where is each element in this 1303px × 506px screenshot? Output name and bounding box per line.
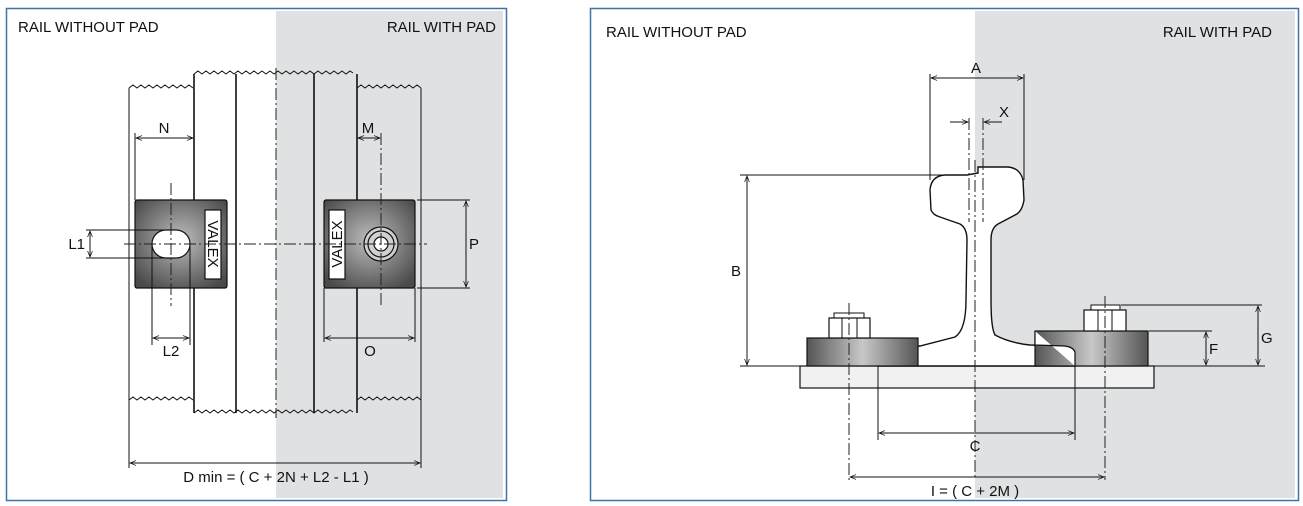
title-rail-with-pad: RAIL WITH PAD bbox=[387, 19, 496, 36]
pad-side-background bbox=[975, 11, 1295, 498]
svg-text:F: F bbox=[1209, 341, 1218, 358]
base-plate bbox=[799, 365, 1155, 389]
dimension-i: I = ( C + 2M ) bbox=[849, 474, 1105, 500]
svg-text:O: O bbox=[364, 343, 376, 360]
formula-i: I = ( C + 2M ) bbox=[931, 483, 1019, 500]
svg-text:X: X bbox=[999, 104, 1009, 121]
dimension-g: G bbox=[1121, 304, 1273, 366]
dimension-b: B bbox=[731, 174, 966, 367]
svg-text:L2: L2 bbox=[163, 343, 180, 360]
title-rail-with-pad: RAIL WITH PAD bbox=[1163, 24, 1272, 41]
dimension-o: O bbox=[323, 288, 416, 360]
valex-text-right: VALEX bbox=[329, 220, 346, 267]
svg-text:B: B bbox=[731, 263, 741, 280]
svg-text:C: C bbox=[970, 438, 981, 455]
dimension-x: X bbox=[950, 104, 1009, 222]
dimension-m: M bbox=[357, 120, 381, 141]
svg-text:M: M bbox=[362, 120, 375, 137]
svg-text:A: A bbox=[971, 60, 981, 77]
svg-text:N: N bbox=[159, 120, 170, 137]
svg-text:P: P bbox=[469, 236, 479, 253]
clamp-left-section bbox=[806, 303, 919, 480]
formula-d-min: D min = ( C + 2N + L2 - L1 ) bbox=[183, 469, 369, 486]
dimension-f: F bbox=[1149, 330, 1265, 367]
dimension-a: A bbox=[929, 60, 1025, 180]
svg-text:L1: L1 bbox=[68, 236, 85, 253]
svg-text:G: G bbox=[1261, 330, 1273, 347]
clamp-right-section bbox=[1034, 296, 1149, 480]
base-plate-outline bbox=[128, 84, 422, 468]
section-view-panel: RAIL WITHOUT PAD RAIL WITH PAD bbox=[589, 7, 1300, 502]
dimension-p: P bbox=[417, 199, 479, 289]
dimension-l2: L2 bbox=[151, 244, 191, 360]
title-rail-without-pad: RAIL WITHOUT PAD bbox=[606, 24, 747, 41]
dimension-c: C bbox=[877, 366, 1076, 455]
title-rail-without-pad: RAIL WITHOUT PAD bbox=[18, 19, 159, 36]
dimension-l1: L1 bbox=[68, 229, 171, 259]
top-view-panel: RAIL WITHOUT PAD RAIL WITH PAD VALEX bbox=[5, 7, 508, 502]
dimension-n: N bbox=[134, 120, 194, 200]
clamp-right-bolted: VALEX bbox=[323, 133, 416, 306]
dimension-d-min: D min = ( C + 2N + L2 - L1 ) bbox=[129, 460, 421, 486]
